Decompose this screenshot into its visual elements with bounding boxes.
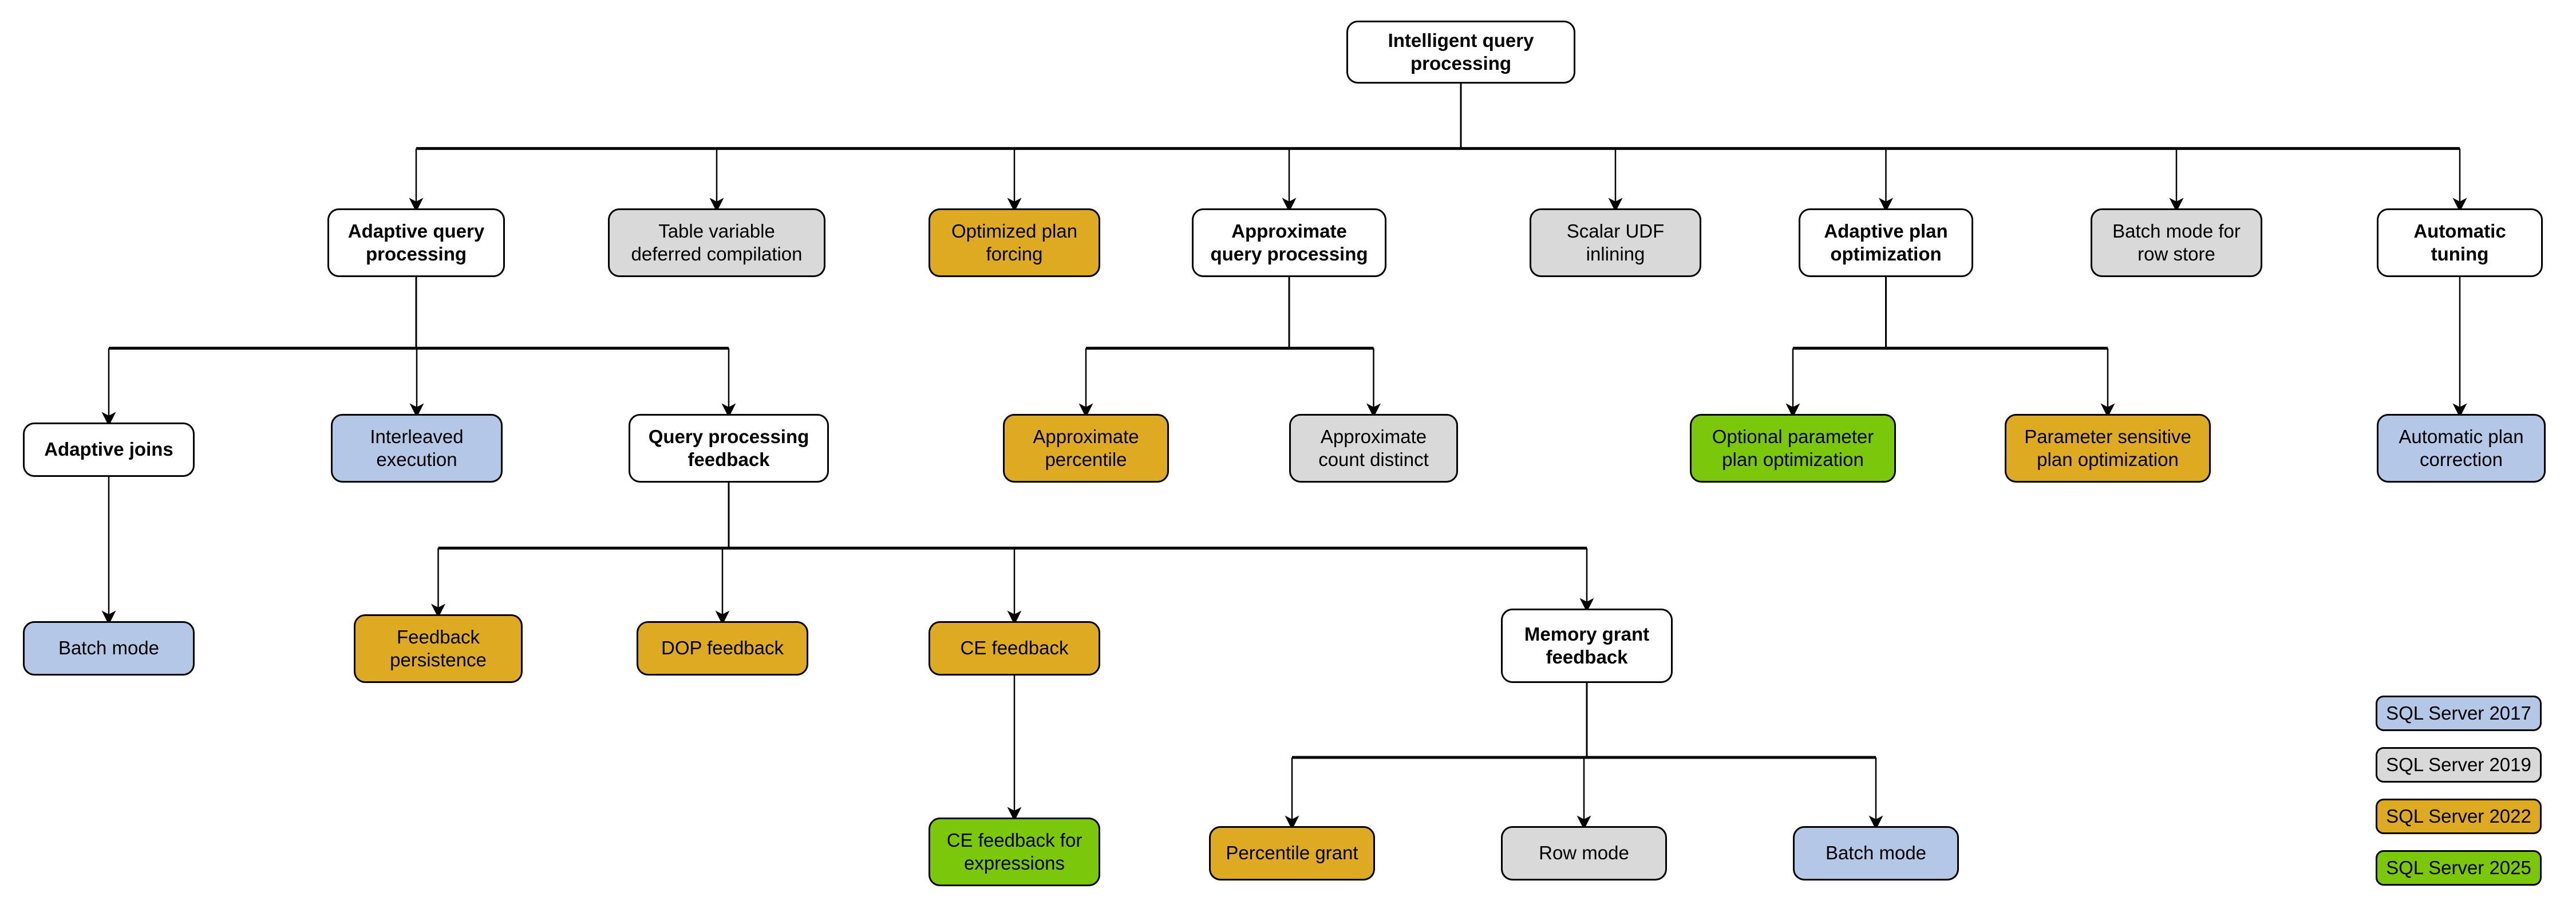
node-label: Intelligent query processing xyxy=(1388,29,1534,74)
node-oppo[interactable]: Optional parameter plan optimization xyxy=(1690,414,1896,483)
node-label: Optimized plan forcing xyxy=(951,220,1078,264)
legend-item-2: SQL Server 2019 xyxy=(2376,747,2542,783)
node-sudf[interactable]: Scalar UDF inlining xyxy=(1530,208,1701,277)
node-label: Feedback persistence xyxy=(390,626,487,670)
node-label: CE feedback for expressions xyxy=(946,829,1082,874)
legend-item-label: SQL Server 2022 xyxy=(2386,806,2531,827)
node-label: Batch mode xyxy=(58,637,160,659)
node-acd[interactable]: Approximate count distinct xyxy=(1289,414,1458,483)
node-cefb[interactable]: CE feedback xyxy=(929,621,1100,676)
node-label: Adaptive plan optimization xyxy=(1824,220,1948,264)
node-label: Automatic tuning xyxy=(2413,220,2506,264)
node-apct[interactable]: Approximate percentile xyxy=(1003,414,1169,483)
node-label: Parameter sensitive plan optimization xyxy=(2024,425,2191,470)
node-label: Scalar UDF inlining xyxy=(1566,220,1665,264)
node-qpf[interactable]: Query processing feedback xyxy=(629,414,829,483)
node-autotune[interactable]: Automatic tuning xyxy=(2377,208,2543,277)
node-label: Row mode xyxy=(1539,842,1629,864)
node-label: Optional parameter plan optimization xyxy=(1712,425,1874,470)
node-label: Percentile grant xyxy=(1226,842,1358,864)
node-label: CE feedback xyxy=(960,637,1069,659)
node-batchmode1[interactable]: Batch mode xyxy=(23,621,195,676)
node-pctgrant[interactable]: Percentile grant xyxy=(1209,826,1375,881)
node-label: Approximate query processing xyxy=(1210,220,1368,264)
node-apq[interactable]: Approximate query processing xyxy=(1192,208,1386,277)
node-label: Approximate percentile xyxy=(1033,425,1139,470)
node-label: Batch mode for row store xyxy=(2112,220,2241,264)
node-label: Approximate count distinct xyxy=(1318,425,1429,470)
node-batchmode2[interactable]: Batch mode xyxy=(1793,826,1959,881)
legend-item-label: SQL Server 2025 xyxy=(2386,857,2531,878)
node-rowmode[interactable]: Row mode xyxy=(1501,826,1667,881)
legend-item-4: SQL Server 2025 xyxy=(2376,850,2542,886)
node-root[interactable]: Intelligent query processing xyxy=(1346,21,1575,84)
node-ilexec[interactable]: Interleaved execution xyxy=(331,414,503,483)
node-apo[interactable]: Adaptive plan optimization xyxy=(1799,208,1973,277)
node-apc[interactable]: Automatic plan correction xyxy=(2377,414,2546,483)
node-label: Query processing feedback xyxy=(648,425,809,470)
node-label: Batch mode xyxy=(1825,842,1927,864)
node-ajoins[interactable]: Adaptive joins xyxy=(23,423,195,477)
node-label: Table variable deferred compilation xyxy=(631,220,803,264)
legend-item-3: SQL Server 2022 xyxy=(2376,799,2542,834)
node-cefbexpr[interactable]: CE feedback for expressions xyxy=(929,818,1100,886)
node-fbpers[interactable]: Feedback persistence xyxy=(354,614,523,683)
node-opf[interactable]: Optimized plan forcing xyxy=(929,208,1100,277)
node-tvdc[interactable]: Table variable deferred compilation xyxy=(608,208,825,277)
node-label: Automatic plan correction xyxy=(2399,425,2524,470)
node-pspo[interactable]: Parameter sensitive plan optimization xyxy=(2005,414,2211,483)
node-bmrs[interactable]: Batch mode for row store xyxy=(2091,208,2262,277)
node-label: Adaptive query processing xyxy=(347,220,485,264)
node-label: DOP feedback xyxy=(661,637,784,659)
node-mgf[interactable]: Memory grant feedback xyxy=(1501,609,1673,683)
node-aqp[interactable]: Adaptive query processing xyxy=(327,208,505,277)
node-dopfb[interactable]: DOP feedback xyxy=(637,621,808,676)
legend-item-label: SQL Server 2017 xyxy=(2386,702,2531,724)
legend-item-label: SQL Server 2019 xyxy=(2386,754,2531,775)
node-label: Adaptive joins xyxy=(44,439,173,460)
legend-item-1: SQL Server 2017 xyxy=(2376,696,2542,731)
node-label: Memory grant feedback xyxy=(1524,623,1650,668)
node-label: Interleaved execution xyxy=(370,425,464,470)
